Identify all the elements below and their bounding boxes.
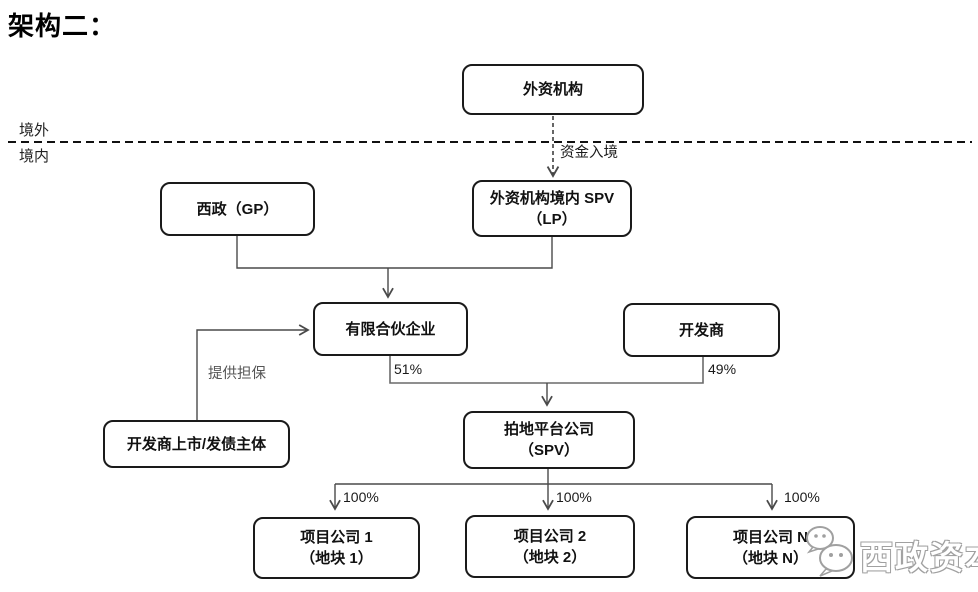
lp-share-label: 51% [394, 361, 423, 377]
node-label-line2: （LP） [527, 210, 577, 228]
node-land-platform: 拍地平台公司 （SPV） [463, 411, 635, 469]
node-limited-partnership: 有限合伙企业 [313, 302, 468, 356]
node-label-line2: （SPV） [518, 442, 579, 459]
node-project-1: 项目公司 1 （地块 1） [253, 517, 420, 579]
edge-platform-join [335, 469, 772, 485]
node-label-line2: （地块 2） [513, 548, 587, 566]
onshore-label: 境内 [19, 148, 50, 165]
guarantee-label: 提供担保 [208, 366, 266, 382]
node-label-line1: 项目公司 1 [300, 529, 373, 546]
node-label: 外资机构 [522, 81, 583, 98]
node-foreign-institution: 外资机构 [462, 64, 644, 115]
node-label-line2: （地块 1） [300, 550, 373, 567]
wechat-logo-icon [800, 524, 858, 585]
node-label: 开发商 [678, 321, 724, 339]
edge-guarantee [196, 324, 310, 420]
node-project-2: 项目公司 2 （地块 2） [465, 515, 635, 578]
node-developer-listed: 开发商上市/发债主体 [103, 420, 290, 468]
project1-share-label: 100% [343, 489, 379, 505]
edge-share-join [389, 356, 704, 384]
page-title: 架构二： [8, 12, 117, 42]
node-xizheng-gp: 西政（GP） [160, 182, 315, 236]
project2-share-label: 100% [556, 489, 592, 505]
node-developer: 开发商 [623, 303, 780, 357]
node-label-line1: 项目公司 2 [513, 527, 587, 545]
node-label-line1: 外资机构境内 SPV [489, 189, 615, 207]
node-domestic-spv: 外资机构境内 SPV （LP） [472, 180, 632, 237]
watermark-text: 西政资本 [860, 538, 978, 576]
node-label: 有限合伙企业 [345, 320, 436, 338]
capital-inflow-label: 资金入境 [560, 145, 618, 161]
projectN-share-label: 100% [784, 489, 820, 505]
node-label-line1: 拍地平台公司 [503, 421, 594, 438]
watermark: 西政资本 [800, 524, 978, 585]
node-label: 西政（GP） [196, 200, 279, 218]
edge-gp-lp-join [236, 235, 553, 269]
node-label-line1: 项目公司 N [732, 528, 808, 546]
developer-share-label: 49% [708, 361, 737, 377]
node-label: 开发商上市/发债主体 [126, 435, 267, 453]
node-label-line2: （地块 N） [732, 549, 808, 567]
offshore-label: 境外 [19, 122, 50, 139]
